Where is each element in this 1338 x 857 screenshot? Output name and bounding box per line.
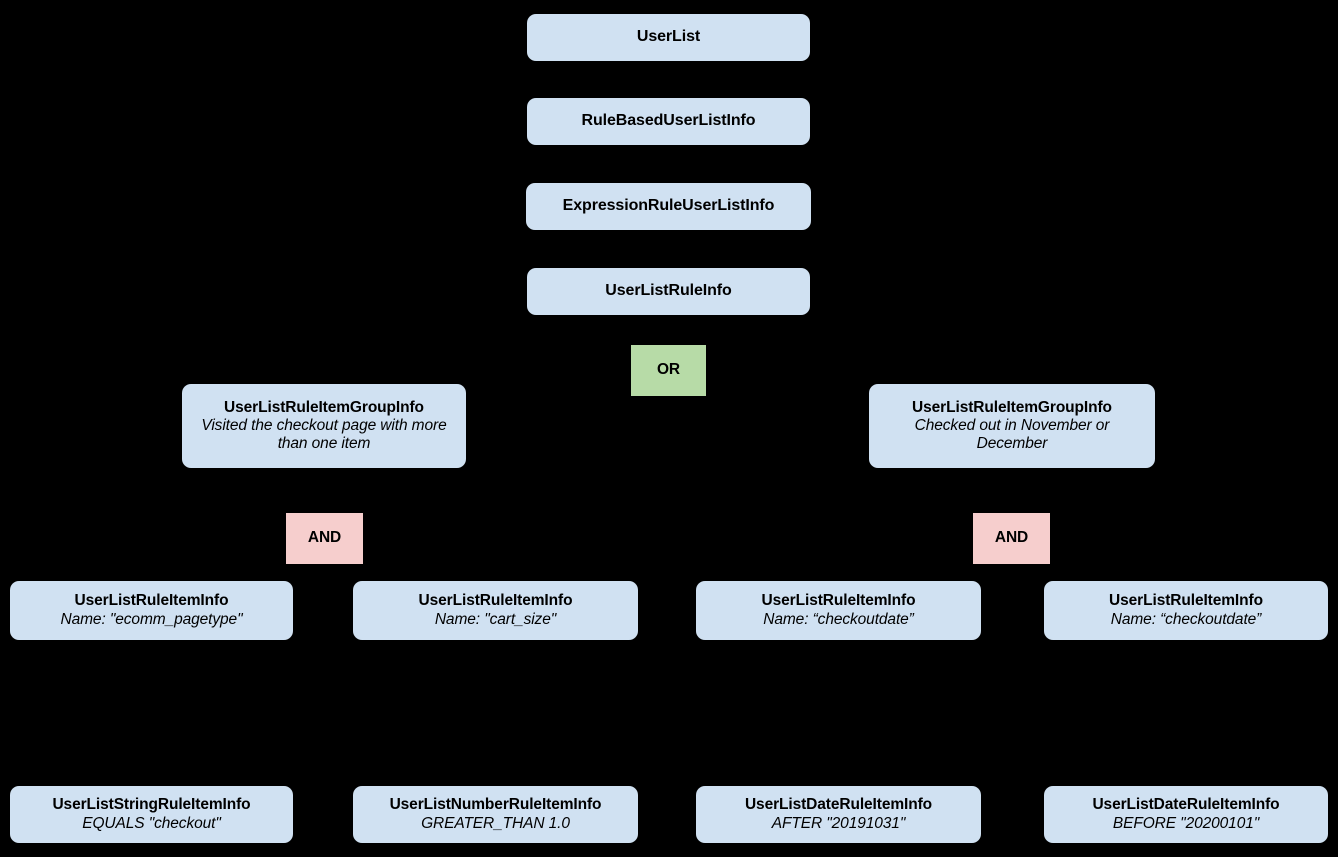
- node-title: UserListDateRuleItemInfo: [1092, 796, 1280, 814]
- node-user-list[interactable]: UserList: [527, 14, 810, 61]
- node-title: UserListDateRuleItemInfo: [744, 796, 933, 814]
- node-and-operator-left[interactable]: AND: [286, 513, 363, 564]
- node-or-operator[interactable]: OR: [631, 345, 706, 396]
- node-expression-rule-user-list-info[interactable]: ExpressionRuleUserListInfo: [526, 183, 811, 230]
- node-title: UserListRuleItemInfo: [74, 592, 229, 610]
- node-title: UserListRuleItemGroupInfo: [224, 398, 424, 416]
- node-subtitle: Name: "ecomm_pagetype": [60, 610, 243, 628]
- node-group-left[interactable]: UserListRuleItemGroupInfo Visited the ch…: [182, 384, 466, 468]
- node-rule-based-user-list-info[interactable]: RuleBasedUserListInfo: [527, 98, 810, 145]
- node-subtitle: AFTER "20191031": [771, 814, 906, 832]
- node-rule-item-checkoutdate-before[interactable]: UserListRuleItemInfo Name: “checkoutdate…: [1044, 581, 1328, 640]
- node-rule-item-ecomm-pagetype[interactable]: UserListRuleItemInfo Name: "ecomm_pagety…: [10, 581, 293, 640]
- node-title: UserList: [636, 28, 701, 46]
- node-subtitle: GREATER_THAN 1.0: [421, 814, 570, 832]
- node-user-list-rule-info[interactable]: UserListRuleInfo: [527, 268, 810, 315]
- node-date-rule-item-info-before[interactable]: UserListDateRuleItemInfo BEFORE "2020010…: [1044, 786, 1328, 843]
- node-rule-item-checkoutdate-after[interactable]: UserListRuleItemInfo Name: “checkoutdate…: [696, 581, 981, 640]
- node-subtitle: BEFORE "20200101": [1112, 814, 1260, 832]
- operator-label: AND: [994, 529, 1029, 547]
- node-subtitle: Checked out in November or December: [914, 416, 1110, 453]
- node-title: UserListRuleItemInfo: [418, 592, 573, 610]
- node-title: UserListRuleInfo: [605, 282, 732, 300]
- node-title: UserListStringRuleItemInfo: [52, 796, 251, 814]
- node-group-right[interactable]: UserListRuleItemGroupInfo Checked out in…: [869, 384, 1155, 468]
- node-date-rule-item-info-after[interactable]: UserListDateRuleItemInfo AFTER "20191031…: [696, 786, 981, 843]
- operator-label: OR: [656, 361, 681, 379]
- node-subtitle: Name: “checkoutdate”: [763, 610, 914, 628]
- node-title: UserListNumberRuleItemInfo: [389, 796, 602, 814]
- node-subtitle: Name: "cart_size": [434, 610, 557, 628]
- node-string-rule-item-info[interactable]: UserListStringRuleItemInfo EQUALS "check…: [10, 786, 293, 843]
- node-rule-item-cart-size[interactable]: UserListRuleItemInfo Name: "cart_size": [353, 581, 638, 640]
- node-number-rule-item-info[interactable]: UserListNumberRuleItemInfo GREATER_THAN …: [353, 786, 638, 843]
- node-title: UserListRuleItemGroupInfo: [912, 398, 1112, 416]
- node-subtitle: EQUALS "checkout": [82, 814, 221, 832]
- operator-label: AND: [307, 529, 342, 547]
- node-title: UserListRuleItemInfo: [761, 592, 916, 610]
- node-and-operator-right[interactable]: AND: [973, 513, 1050, 564]
- node-title: ExpressionRuleUserListInfo: [562, 197, 775, 215]
- node-subtitle: Name: “checkoutdate”: [1110, 610, 1262, 628]
- node-title: RuleBasedUserListInfo: [581, 112, 756, 130]
- node-title: UserListRuleItemInfo: [1109, 592, 1263, 610]
- node-subtitle: Visited the checkout page with more than…: [201, 416, 447, 453]
